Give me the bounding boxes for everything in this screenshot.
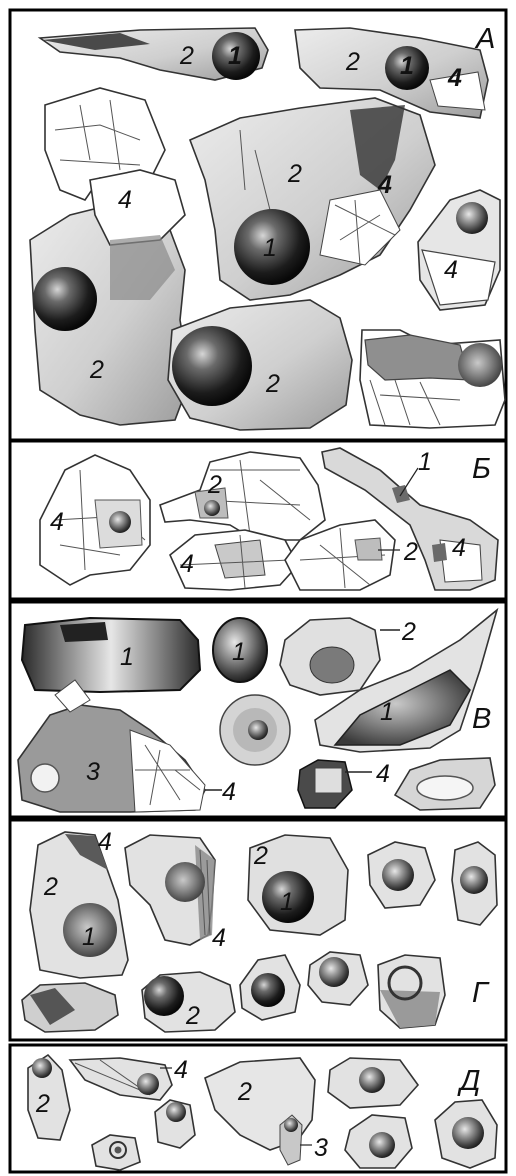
callout-label: 3 <box>314 1134 328 1162</box>
gas-bubble <box>310 647 354 683</box>
callout-label: 2 <box>237 1078 252 1106</box>
crystal-phase <box>160 452 325 540</box>
gas-bubble <box>166 1102 186 1122</box>
callout-label: 2 <box>185 1002 200 1030</box>
callout-label: 4 <box>377 171 392 199</box>
leader-line <box>400 468 418 496</box>
gas-bubble <box>115 1147 122 1154</box>
callout-label: 4 <box>222 778 236 806</box>
panel-label: А <box>474 23 495 55</box>
inclusion-glass <box>365 335 470 380</box>
inclusion-glass <box>30 832 128 978</box>
panel-a: 1 2 1 2 4 2 4 1 4 4 2 2 А <box>10 10 506 440</box>
gas-bubble <box>33 267 97 331</box>
gas-bubble <box>284 1118 298 1132</box>
callout-label: 4 <box>444 256 458 284</box>
callout-label: 2 <box>345 48 360 76</box>
callout-label: 4 <box>118 186 132 214</box>
panel-label: В <box>472 703 491 735</box>
callout-label: 4 <box>447 64 462 92</box>
gas-bubble <box>31 764 59 792</box>
gas-bubble <box>382 859 414 891</box>
panel-g: 4 2 2 1 1 4 2 Г <box>10 820 506 1040</box>
crystal-phase <box>130 730 205 812</box>
gas-bubble <box>458 343 502 387</box>
callout-label: 1 <box>232 638 246 666</box>
callout-label: 4 <box>212 924 226 952</box>
gas-bubble <box>109 511 131 533</box>
panel-v: 1 1 2 1 3 4 4 В <box>10 602 506 817</box>
gas-bubble <box>172 326 252 406</box>
callout-label: 2 <box>207 471 222 499</box>
gas-bubble <box>369 1132 395 1158</box>
callout-label: 4 <box>98 828 112 856</box>
gas-bubble <box>460 866 488 894</box>
gas-bubble <box>251 973 285 1007</box>
gas-bubble <box>144 976 184 1016</box>
callout-label: 2 <box>403 538 418 566</box>
callout-label: 1 <box>228 42 242 70</box>
callout-label: 4 <box>50 508 64 536</box>
callout-label: 2 <box>179 42 194 70</box>
callout-label: 1 <box>82 923 96 951</box>
panel-b: 1 2 4 4 4 2 Б <box>10 441 506 599</box>
dark-matrix <box>432 543 447 562</box>
callout-label: 2 <box>89 356 104 384</box>
callout-label: 1 <box>400 52 414 80</box>
callout-label: 2 <box>401 618 416 646</box>
callout-label: 4 <box>452 534 466 562</box>
callout-label: 1 <box>120 643 134 671</box>
callout-label: 4 <box>174 1056 188 1084</box>
callout-label: 1 <box>418 448 432 476</box>
gas-bubble <box>165 862 205 902</box>
crystal-phase <box>315 768 342 793</box>
callout-label: 2 <box>35 1090 50 1118</box>
panel-label: Б <box>472 453 491 485</box>
inclusion-glass <box>355 538 382 560</box>
dark-matrix <box>60 622 108 642</box>
callout-label: 1 <box>263 234 277 262</box>
panel-d: 4 2 2 3 Д <box>10 1045 506 1172</box>
gas-bubble <box>417 776 473 800</box>
callout-label: 2 <box>287 160 302 188</box>
callout-label: 3 <box>86 758 100 786</box>
panel-label: Д <box>457 1065 480 1097</box>
gas-bubble <box>204 500 220 516</box>
gas-bubble <box>32 1058 52 1078</box>
callout-label: 1 <box>380 698 394 726</box>
inclusion-glass <box>22 618 200 692</box>
callout-label: 2 <box>265 370 280 398</box>
gas-bubble <box>319 957 349 987</box>
gas-bubble <box>456 202 488 234</box>
callout-label: 1 <box>280 888 294 916</box>
gas-bubble <box>248 720 268 740</box>
callout-label: 4 <box>376 760 390 788</box>
gas-bubble <box>452 1117 484 1149</box>
callout-label: 2 <box>253 842 268 870</box>
panel-label: Г <box>472 977 490 1009</box>
callout-label: 4 <box>180 550 194 578</box>
gas-bubble <box>137 1073 159 1095</box>
callout-label: 2 <box>43 873 58 901</box>
gas-bubble <box>359 1067 385 1093</box>
